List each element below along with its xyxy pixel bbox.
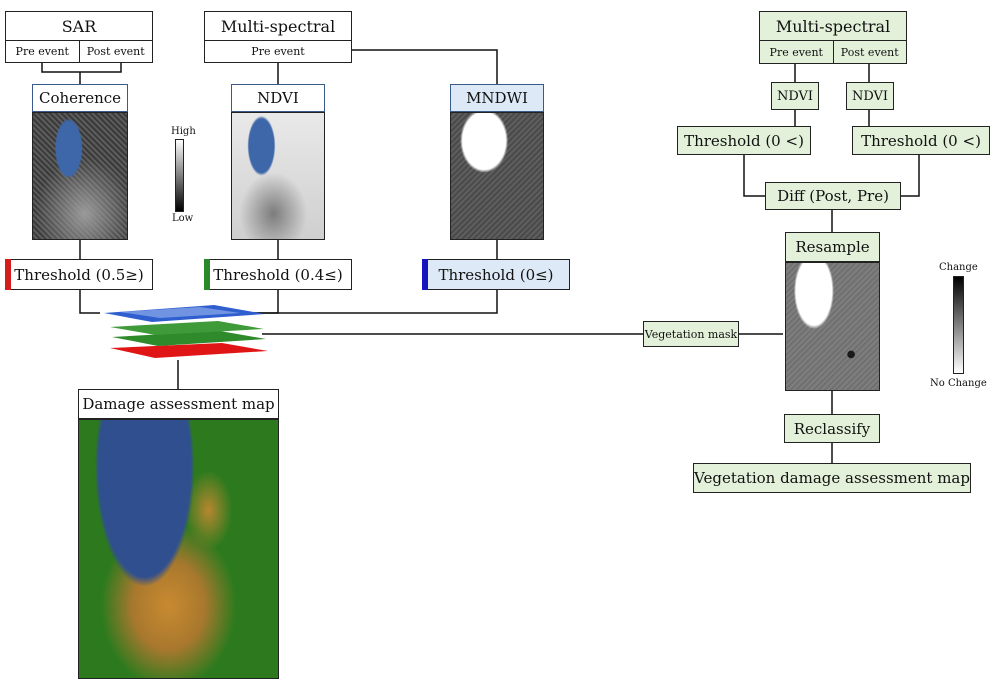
mndwi-threshold-box: Threshold (0≤) [422, 259, 570, 290]
sar-post-event: Post event [78, 41, 153, 62]
ms-right-title: Multi-spectral [775, 17, 891, 36]
ms-right-title-box: Multi-spectral [759, 11, 907, 41]
ndvi-post-label: NDVI [851, 88, 889, 104]
ms-left-title-box: Multi-spectral [204, 11, 352, 41]
legend-change: Change [939, 262, 978, 273]
reclassify-box: Reclassify [784, 414, 880, 443]
output-label: Vegetation damage assessment map [694, 469, 970, 487]
ndvi-color-bar [204, 259, 210, 290]
ndvi-pre-box: NDVI [771, 82, 819, 110]
reclassify-label: Reclassify [793, 419, 871, 438]
mndwi-image [450, 112, 544, 240]
resample-image [785, 262, 880, 391]
ms-right-pre-event: Pre event [769, 45, 823, 59]
legend-change-ramp [953, 276, 964, 374]
coherence-threshold-box: Threshold (0.5≥) [5, 259, 153, 290]
sar-pre-event: Pre event [15, 45, 69, 58]
threshold-post-box: Threshold (0 <) [852, 126, 990, 155]
layer-blue-speckle [120, 307, 240, 318]
mndwi-color-bar [422, 259, 428, 290]
damage-map-title: Damage assessment map [82, 395, 275, 413]
mndwi-title-box: MNDWI [450, 84, 544, 112]
coherence-color-bar [5, 259, 11, 290]
layer-red [110, 343, 268, 358]
vegetation-mask-box: Vegetation mask [643, 321, 739, 347]
damage-map-image [78, 419, 279, 679]
coherence-threshold: Threshold (0.5≥) [14, 265, 144, 284]
threshold-pre-label: Threshold (0 <) [684, 131, 804, 150]
threshold-post-label: Threshold (0 <) [861, 131, 981, 150]
resample-label: Resample [795, 238, 870, 256]
layer-green [112, 331, 266, 346]
mndwi-title: MNDWI [466, 89, 528, 107]
ndvi-threshold: Threshold (0.4≤) [213, 265, 343, 284]
ms-right-event-row: Pre event Post event [759, 40, 907, 64]
diff-box: Diff (Post, Pre) [765, 182, 901, 210]
resample-box: Resample [785, 232, 880, 262]
legend-no-change: No Change [930, 378, 987, 389]
legend-low: Low [172, 213, 194, 224]
threshold-pre-box: Threshold (0 <) [677, 126, 811, 155]
ms-left-pre-event: Pre event [204, 40, 352, 63]
ndvi-left-title: NDVI [257, 89, 299, 107]
ms-left-title: Multi-spectral [220, 17, 336, 36]
vegetation-mask-label: Vegetation mask [644, 327, 738, 341]
layer-green-2 [110, 321, 264, 335]
diff-label: Diff (Post, Pre) [777, 187, 889, 205]
damage-map-title-box: Damage assessment map [78, 389, 279, 419]
ndvi-threshold-box: Threshold (0.4≤) [204, 259, 352, 290]
legend-bw-ramp [175, 139, 184, 212]
ms-right-post-event: Post event [832, 41, 907, 63]
sar-title-box: SAR [5, 11, 153, 41]
legend-high: High [171, 126, 196, 137]
coherence-title: Coherence [38, 89, 122, 107]
mndwi-threshold: Threshold (0≤) [438, 265, 554, 284]
ndvi-pre-label: NDVI [776, 88, 814, 104]
output-box: Vegetation damage assessment map [693, 463, 971, 493]
ndvi-image [231, 112, 325, 240]
sar-title: SAR [61, 17, 97, 36]
coherence-image [32, 112, 128, 240]
sar-event-row: Pre event Post event [5, 40, 153, 63]
ndvi-post-box: NDVI [846, 82, 894, 110]
coherence-title-box: Coherence [32, 84, 128, 112]
ndvi-left-title-box: NDVI [231, 84, 325, 112]
ms-left-pre-label: Pre event [251, 45, 305, 58]
